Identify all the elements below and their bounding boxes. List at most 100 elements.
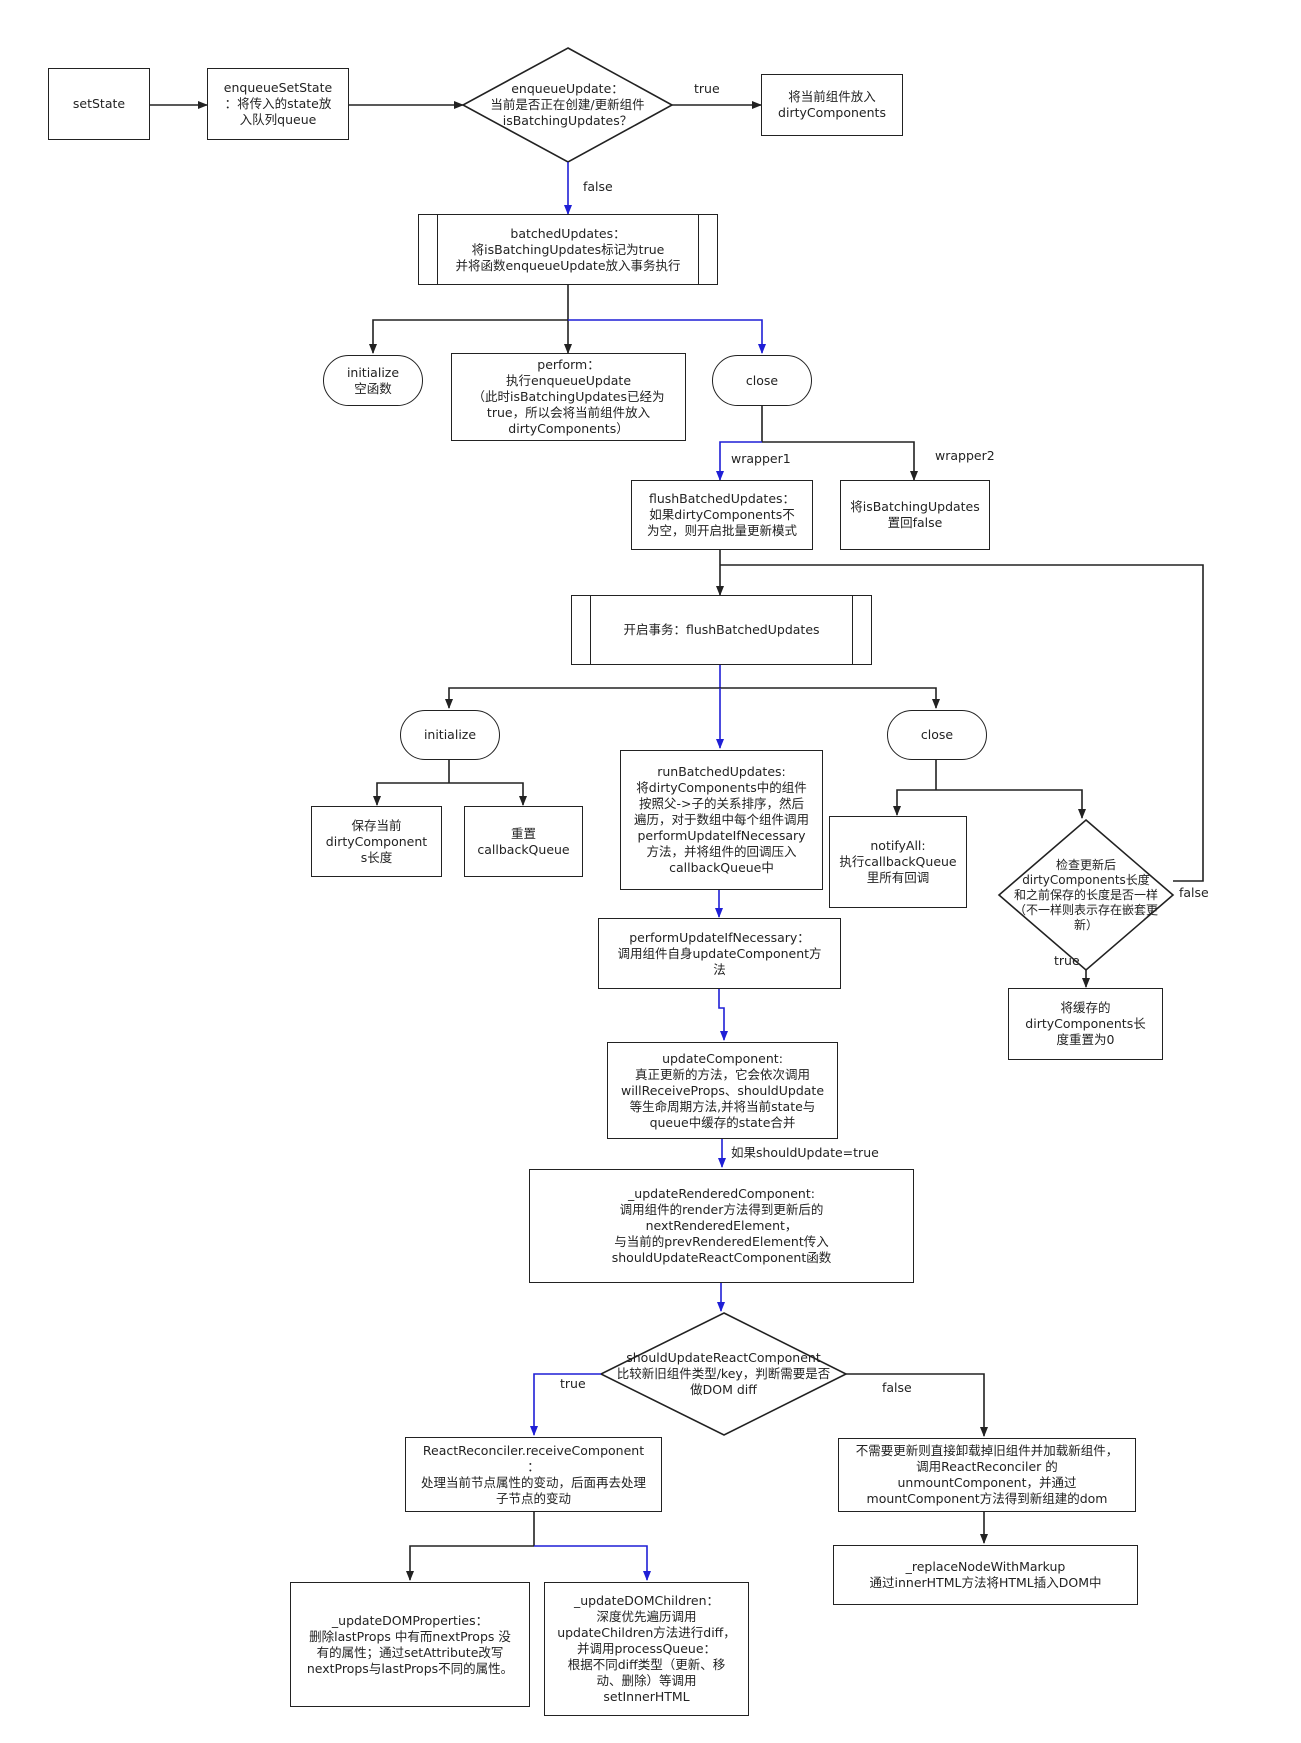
node-line: 真正更新的方法，它会依次调用 [634, 1066, 810, 1082]
node-line: 等生命周期方法,并将当前state与 [629, 1098, 816, 1114]
should-update-rc-text: shouldUpdateReactComponent 比较新旧组件类型/key，… [601, 1330, 846, 1418]
update-dom-children-box: _updateDOMChildren： 深度优先遍历调用 updateChild… [544, 1582, 749, 1716]
node-line: initialize [423, 727, 477, 742]
node-line: setInnerHTML [603, 1689, 690, 1704]
node-line: batchedUpdates： [510, 225, 626, 241]
node-line: ： [527, 1458, 540, 1474]
node-line: callbackQueue [477, 841, 570, 857]
node-line: shouldUpdateReactComponent [626, 1350, 821, 1365]
edge-label-wrapper1: wrapper1 [731, 451, 791, 466]
node-line: dirtyComponents） [508, 421, 629, 436]
perform-box: perform： 执行enqueueUpdate （此时isBatchingUp… [451, 353, 686, 441]
save-length-box: 保存当前 dirtyComponent s长度 [311, 806, 442, 877]
node-line: _updateRenderedComponent: [628, 1186, 815, 1201]
node-line: 不需要更新则直接卸载掉旧组件并加载新组件， [855, 1443, 1119, 1458]
node-line: 方法，并将组件的回调压入 [646, 844, 797, 859]
node-line: isBatchingUpdates？ [502, 113, 633, 128]
unmount-mount-box: 不需要更新则直接卸载掉旧组件并加载新组件， 调用ReactReconciler … [838, 1438, 1136, 1512]
node-line: nextProps与lastProps不同的属性。 [306, 1660, 514, 1676]
node-line: 当前是否正在创建/更新组件 [490, 97, 645, 112]
node-line: 重置 [510, 825, 536, 841]
edge-label-wrapper2: wrapper2 [935, 448, 995, 463]
edge-label-false-right: false [1179, 885, 1209, 900]
enqueue-set-state-box: enqueueSetState ：将传入的state放 入队列queue [207, 68, 349, 140]
node-line: 将dirtyComponents中的组件 [636, 780, 807, 795]
node-line: dirtyComponents长度 [1022, 872, 1150, 887]
receive-component-box: ReactReconciler.receiveComponent ： 处理当前节… [405, 1437, 662, 1512]
node-line: queue中缓存的state合并 [649, 1114, 796, 1130]
node-line: mountComponent方法得到新组建的dom [866, 1491, 1108, 1506]
set-state-box: setState [48, 68, 150, 140]
node-line: 调用ReactReconciler 的 [916, 1459, 1058, 1474]
node-line: 里所有回调 [866, 870, 930, 885]
should-update-rc-diamond [599, 1312, 848, 1436]
node-line: s长度 [360, 849, 393, 865]
node-line: ReactReconciler.receiveComponent [422, 1442, 645, 1458]
node-line: close [920, 727, 954, 742]
node-line: 做DOM diff [690, 1382, 757, 1397]
node-line: 空函数 [354, 380, 392, 396]
node-line: 调用组件自身updateComponent方 [617, 945, 822, 961]
node-line: （此时isBatchingUpdates已经为 [472, 389, 665, 404]
node-line: 为空，则开启批量更新模式 [646, 523, 797, 538]
node-line: close [745, 372, 779, 388]
node-line: initialize [346, 364, 400, 380]
node-line: 删除lastProps 中有而nextProps 没 [309, 1628, 511, 1644]
node-line: 将缓存的 [1060, 1000, 1111, 1015]
reset-batching-false-box: 将isBatchingUpdates 置回false [840, 480, 990, 550]
node-line: 将当前组件放入 [788, 89, 876, 104]
reset-length-box: 将缓存的 dirtyComponents长 度重置为0 [1008, 988, 1163, 1060]
flush-batched-updates-box: flushBatchedUpdates： 如果dirtyComponents不 … [631, 480, 813, 550]
node-line: 度重置为0 [1056, 1032, 1115, 1047]
node-line: enqueueSetState [223, 80, 333, 95]
update-component-box: updateComponent: 真正更新的方法，它会依次调用 willRece… [607, 1042, 838, 1139]
node-line: nextRenderedElement， [645, 1218, 798, 1233]
edge-label-true-top: true [694, 81, 720, 96]
perform-update-if-necessary-box: performUpdateIfNecessary： 调用组件自身updateCo… [598, 918, 841, 989]
node-line: 通过innerHTML方法将HTML插入DOM中 [869, 1575, 1102, 1590]
node-line: shouldUpdateReactComponent函数 [611, 1250, 832, 1265]
initialize-empty-pill: initialize 空函数 [323, 355, 423, 406]
node-line: 比较新旧组件类型/key，判断需要是否 [616, 1366, 831, 1381]
node-line: 并将函数enqueueUpdate放入事务执行 [455, 257, 681, 273]
node-line: 入队列queue [239, 112, 317, 127]
node-line: perform： [537, 357, 600, 372]
node-line: enqueueUpdate： [511, 81, 624, 96]
node-line: runBatchedUpdates: [657, 764, 786, 779]
dirty-components-box: 将当前组件放入 dirtyComponents [761, 74, 903, 136]
node-line: unmountComponent，并通过 [897, 1475, 1077, 1490]
node-line: notifyAll: [870, 838, 926, 853]
edge-label-false-bottom: false [882, 1380, 912, 1395]
node-line: 如果dirtyComponents不 [649, 507, 795, 522]
node-line: _updateDOMChildren： [573, 1593, 720, 1608]
initialize-pill: initialize [400, 710, 500, 760]
node-line: 深度优先遍历调用 [596, 1609, 697, 1624]
node-line: 检查更新后 [1055, 857, 1116, 872]
close-pill-middle: close [887, 710, 987, 760]
node-line: dirtyComponent [325, 833, 428, 849]
edge-label-false-top: false [583, 179, 613, 194]
node-line: 新） [1073, 917, 1098, 932]
transaction-flush-box: 开启事务：flushBatchedUpdates [571, 595, 872, 665]
node-line: 与当前的prevRenderedElement传入 [614, 1234, 829, 1249]
node-line: callbackQueue中 [669, 860, 774, 875]
node-line: 并调用processQueue： [576, 1641, 717, 1656]
node-line: 子节点的变动 [495, 1490, 571, 1506]
replace-node-with-markup-box: _replaceNodeWithMarkup 通过innerHTML方法将HTM… [833, 1545, 1138, 1605]
node-line: _updateDOMProperties： [331, 1612, 489, 1628]
node-line: 执行enqueueUpdate [505, 373, 632, 388]
node-line: 有的属性；通过setAttribute改写 [316, 1644, 504, 1660]
node-line: 置回false [887, 515, 943, 530]
node-line: performUpdateIfNecessary： [629, 929, 810, 945]
node-line: _replaceNodeWithMarkup [905, 1559, 1066, 1574]
reset-callback-queue-box: 重置 callbackQueue [464, 806, 583, 877]
node-line: setState [72, 96, 126, 111]
update-dom-properties-box: _updateDOMProperties： 删除lastProps 中有而nex… [290, 1582, 530, 1707]
edge-label-true-check: true [1054, 953, 1080, 968]
node-line: ：将传入的state放 [224, 96, 332, 111]
node-line: 开启事务：flushBatchedUpdates [623, 622, 820, 637]
node-line: flushBatchedUpdates： [648, 491, 796, 506]
node-line: 动、删除）等调用 [596, 1673, 697, 1688]
update-rendered-component-box: _updateRenderedComponent: 调用组件的render方法得… [529, 1169, 914, 1283]
edge-label-true-left: true [560, 1376, 586, 1391]
